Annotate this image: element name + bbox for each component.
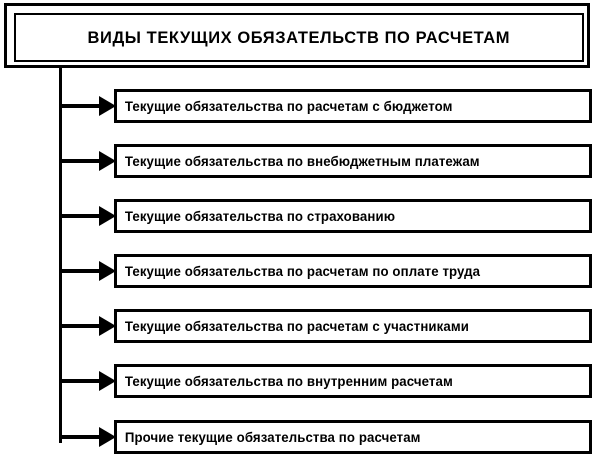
diagram-row: Текущие обязательства по внутренним расч…: [0, 364, 600, 398]
leaf-node-label: Прочие текущие обязательства по расчетам: [124, 429, 421, 445]
arrow-right-icon: [99, 96, 116, 116]
title-box-inner: ВИДЫ ТЕКУЩИХ ОБЯЗАТЕЛЬСТВ ПО РАСЧЕТАМ: [14, 13, 584, 62]
leaf-node-label: Текущие обязательства по расчетам по опл…: [124, 263, 481, 279]
diagram-row: Текущие обязательства по страхованию: [0, 199, 600, 233]
leaf-node-box: Текущие обязательства по страхованию: [114, 199, 592, 233]
leaf-node-box: Текущие обязательства по расчетам по опл…: [114, 254, 592, 288]
arrow-right-icon: [99, 316, 116, 336]
leaf-node-label: Текущие обязательства по внутренним расч…: [124, 373, 453, 389]
leaf-node-label: Текущие обязательства по страхованию: [124, 208, 396, 224]
leaf-node-label: Текущие обязательства по расчетам с учас…: [124, 318, 469, 334]
trunk-connector-line: [59, 68, 62, 443]
leaf-node-label: Текущие обязательства по внебюджетным пл…: [124, 153, 480, 169]
connector-line: [60, 269, 102, 273]
diagram-row: Текущие обязательства по внебюджетным пл…: [0, 144, 600, 178]
title-box-outer: ВИДЫ ТЕКУЩИХ ОБЯЗАТЕЛЬСТВ ПО РАСЧЕТАМ: [4, 3, 590, 68]
leaf-node-box: Текущие обязательства по расчетам с бюдж…: [114, 89, 592, 123]
leaf-node-label: Текущие обязательства по расчетам с бюдж…: [124, 98, 453, 114]
connector-line: [60, 435, 102, 439]
arrow-right-icon: [99, 206, 116, 226]
connector-line: [60, 214, 102, 218]
diagram-row: Текущие обязательства по расчетам по опл…: [0, 254, 600, 288]
connector-line: [60, 324, 102, 328]
connector-line: [60, 104, 102, 108]
leaf-node-box: Текущие обязательства по внебюджетным пл…: [114, 144, 592, 178]
arrow-right-icon: [99, 261, 116, 281]
arrow-right-icon: [99, 151, 116, 171]
leaf-node-box: Прочие текущие обязательства по расчетам: [114, 420, 592, 454]
diagram-row: Текущие обязательства по расчетам с учас…: [0, 309, 600, 343]
leaf-node-box: Текущие обязательства по внутренним расч…: [114, 364, 592, 398]
diagram-row: Прочие текущие обязательства по расчетам: [0, 420, 600, 454]
arrow-right-icon: [99, 427, 116, 447]
diagram-title: ВИДЫ ТЕКУЩИХ ОБЯЗАТЕЛЬСТВ ПО РАСЧЕТАМ: [87, 27, 511, 47]
connector-line: [60, 379, 102, 383]
diagram-row: Текущие обязательства по расчетам с бюдж…: [0, 89, 600, 123]
leaf-node-box: Текущие обязательства по расчетам с учас…: [114, 309, 592, 343]
connector-line: [60, 159, 102, 163]
arrow-right-icon: [99, 371, 116, 391]
